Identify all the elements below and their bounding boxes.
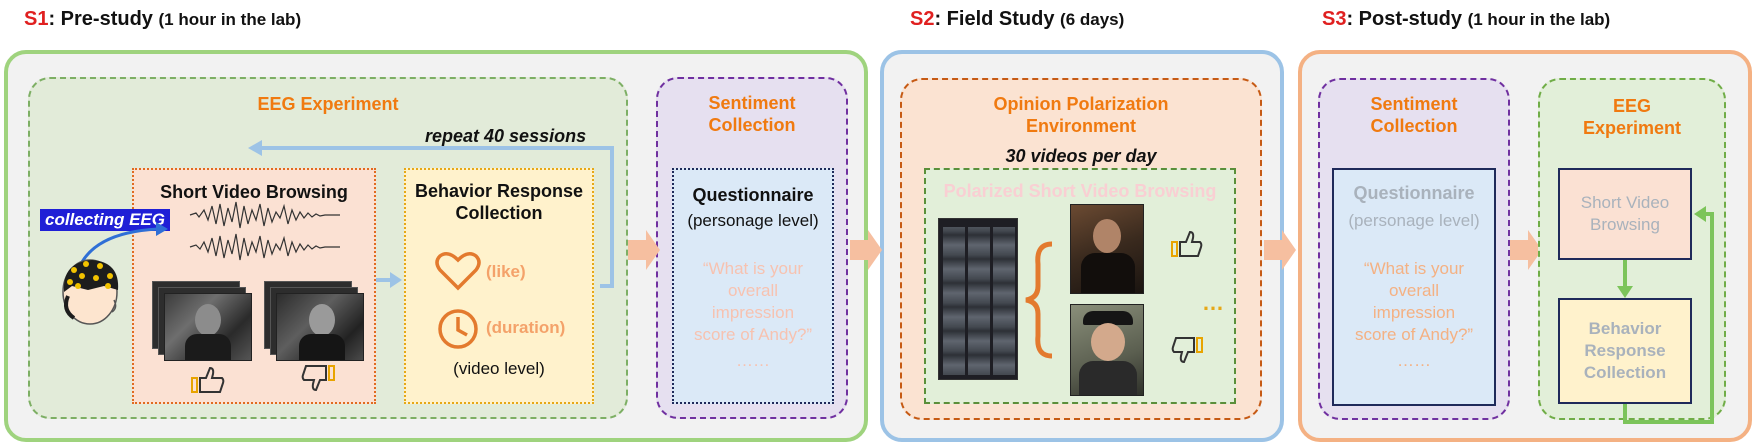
- polarized-video-positive: [1070, 204, 1144, 294]
- s3-personage-label: (personage level): [1348, 211, 1480, 230]
- clock-icon: [438, 309, 478, 349]
- curly-brace: [1025, 241, 1053, 359]
- video-thumbnail-1: [164, 293, 252, 361]
- s1-questionnaire-box: [672, 168, 834, 404]
- behavior-response-title-2: Collection: [455, 203, 543, 223]
- s1-question-line-3: impression: [711, 303, 795, 322]
- stage-title: : Field Study: [934, 8, 1061, 30]
- thumbs-down-icon: [301, 365, 335, 392]
- video-feed-screenshot: [938, 218, 1018, 380]
- stage-id: S2: [910, 8, 935, 30]
- s3-question-line-3: impression: [1372, 303, 1456, 322]
- s3-question-line-2: overall: [1388, 281, 1440, 300]
- collecting-eeg-label: collecting EEG: [40, 209, 170, 231]
- s3-sentiment-title-2: Collection: [1370, 116, 1458, 136]
- duration-label: (duration): [486, 318, 566, 337]
- s3-behavior-line-2: Response: [1584, 341, 1666, 360]
- flow-arrow-4: [1510, 230, 1542, 270]
- s1-question-line-1: “What is your: [702, 259, 804, 278]
- s2-thumbs-down-icon: [1171, 337, 1203, 364]
- stage-title: : Post-study: [1346, 8, 1468, 30]
- heart-icon: [435, 252, 481, 291]
- s3-sentiment-title-1: Sentiment: [1370, 94, 1458, 114]
- s2-environment-title-2: Environment: [1025, 116, 1136, 136]
- s1-eeg-title: EEG Experiment: [257, 94, 399, 114]
- thumbs-up-icon: [191, 366, 225, 393]
- s3-behavior-line-1: Behavior: [1588, 319, 1662, 338]
- s1-sentiment-title-1: Sentiment: [708, 93, 796, 113]
- s3-browsing-line-2: Browsing: [1590, 215, 1660, 234]
- s3-question-ellipsis: ……: [1397, 351, 1431, 370]
- s2-more-dots: …: [1202, 290, 1224, 315]
- behavior-response-title-1: Behavior Response: [414, 181, 584, 201]
- s2-thumbs-up-icon: [1171, 230, 1203, 257]
- s1-question-ellipsis: ……: [736, 351, 770, 370]
- repeat-label: repeat 40 sessions: [425, 126, 587, 146]
- flow-arrow-1: [628, 230, 660, 270]
- stage-id: S3: [1322, 8, 1347, 30]
- s3-behavior-line-3: Collection: [1583, 363, 1667, 382]
- s3-eeg-title-2: Experiment: [1582, 118, 1682, 138]
- eeg-head-icon: [62, 259, 119, 325]
- s3-browsing-line-1: Short Video: [1580, 193, 1670, 212]
- s3-browsing-box: [1558, 168, 1692, 260]
- stage-header-s3: S3: Post-study (1 hour in the lab): [1322, 8, 1610, 31]
- s3-questionnaire-box: [1332, 168, 1496, 406]
- s1-question-line-4: score of Andy?”: [693, 325, 813, 344]
- stage-id: S1: [24, 8, 49, 30]
- stage-title: : Pre-study: [48, 8, 159, 30]
- eeg-waveform: [189, 201, 340, 261]
- video-level-label: (video level): [453, 359, 545, 378]
- stage-subtitle: (6 days): [1060, 10, 1125, 29]
- s3-questionnaire-title: Questionnaire: [1353, 183, 1475, 203]
- like-label: (like): [486, 262, 526, 281]
- stage-header-s1: S1: Pre-study (1 hour in the lab): [24, 8, 301, 31]
- flow-arrow-3: [1264, 230, 1296, 270]
- s3-question-line-4: score of Andy?”: [1354, 325, 1474, 344]
- stage-header-s2: S2: Field Study (6 days): [910, 8, 1124, 31]
- s1-sentiment-title-2: Collection: [708, 115, 796, 135]
- polarized-video-negative: [1070, 304, 1144, 396]
- s2-environment-title-1: Opinion Polarization: [993, 94, 1169, 114]
- s3-eeg-title-1: EEG: [1612, 96, 1651, 116]
- s1-personage-label: (personage level): [687, 211, 819, 230]
- s1-questionnaire-title: Questionnaire: [692, 185, 814, 205]
- video-thumbnail-2: [276, 293, 364, 361]
- flow-arrow-2: [850, 230, 882, 270]
- s3-question-line-1: “What is your: [1363, 259, 1465, 278]
- s1-question-line-2: overall: [727, 281, 779, 300]
- short-video-browsing-title: Short Video Browsing: [160, 182, 348, 202]
- s3-behavior-box: [1558, 298, 1692, 404]
- behavior-response-box: [404, 168, 594, 404]
- stage-subtitle: (1 hour in the lab): [158, 10, 302, 29]
- stage-subtitle: (1 hour in the lab): [1467, 10, 1611, 29]
- s2-polarized-title: Polarized Short Video Browsing: [943, 181, 1217, 201]
- s2-per-day-label: 30 videos per day: [1005, 146, 1157, 166]
